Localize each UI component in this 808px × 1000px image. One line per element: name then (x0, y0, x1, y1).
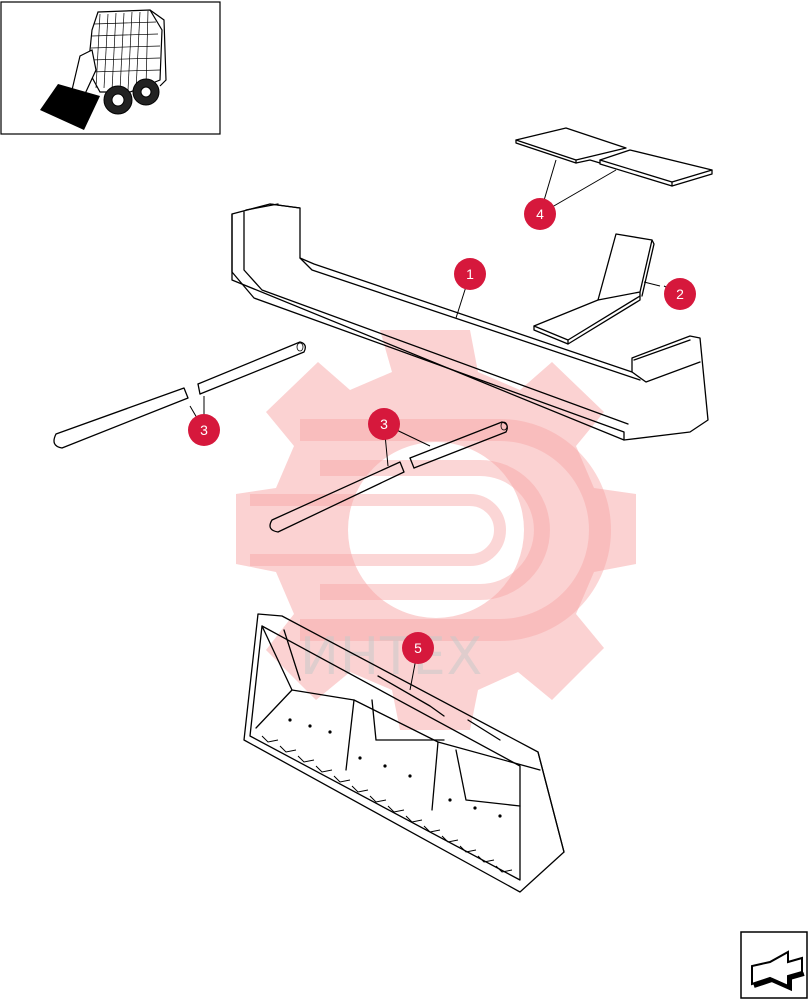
part-2-angled-pad (533, 233, 655, 345)
next-page-arrow-icon[interactable] (740, 931, 808, 999)
callout-5: 5 (402, 632, 434, 664)
bucket-teeth (261, 735, 513, 873)
skid-steer-loader-icon (40, 9, 167, 130)
callout-2: 2 (664, 278, 696, 310)
watermark-text: ИНТЕХ (300, 627, 483, 687)
callout-4: 4 (524, 198, 556, 230)
svg-text:3: 3 (380, 416, 388, 432)
svg-text:4: 4 (536, 206, 544, 222)
watermark-gear-logo (236, 330, 636, 730)
callout-3-left: 3 (188, 414, 220, 446)
svg-text:1: 1 (466, 266, 474, 282)
part-3-rods-right (269, 421, 508, 533)
part-3-rods-left (53, 341, 306, 449)
svg-text:3: 3 (200, 422, 208, 438)
part-5-bucket (243, 613, 565, 893)
svg-text:5: 5 (414, 640, 422, 656)
part-4-pads (515, 127, 713, 187)
bucket-bolt-holes (288, 718, 502, 818)
svg-text:2: 2 (676, 286, 684, 302)
callout-3-right: 3 (368, 408, 400, 440)
callout-1: 1 (454, 258, 486, 290)
part-1-cutting-edge (231, 203, 709, 441)
